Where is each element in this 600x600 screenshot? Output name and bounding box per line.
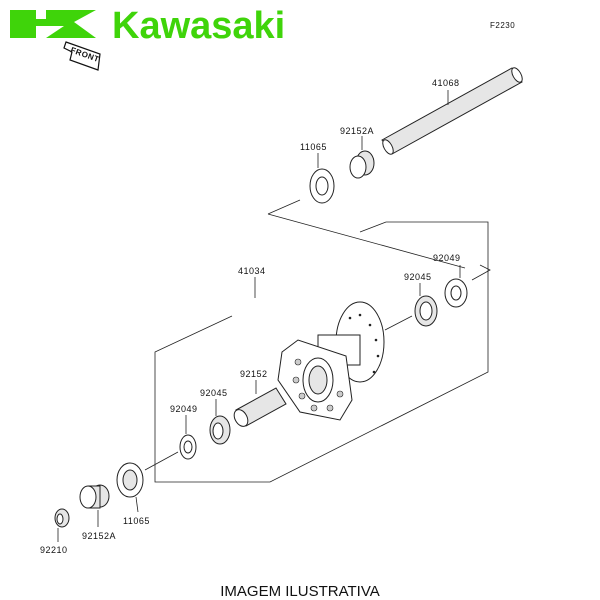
diagram-code: F2230 <box>490 21 515 30</box>
label-41068: 41068 <box>432 78 460 88</box>
part-seal-left[interactable] <box>144 415 197 471</box>
part-nut[interactable] <box>54 508 70 542</box>
part-seal-bottom[interactable] <box>116 462 144 513</box>
label-92049-left: 92049 <box>170 404 198 414</box>
label-92045-right: 92045 <box>404 272 432 282</box>
label-92045-left: 92045 <box>200 388 228 398</box>
label-92152: 92152 <box>240 369 268 379</box>
label-92152a-top: 92152A <box>340 126 374 136</box>
part-bearing-right[interactable] <box>414 283 438 327</box>
part-collar-bottom[interactable] <box>79 484 110 527</box>
kawasaki-logo: Kawasaki FRONT <box>10 5 285 71</box>
brand-name: Kawasaki <box>112 5 285 47</box>
part-collar-top[interactable] <box>349 136 375 179</box>
label-41034: 41034 <box>238 266 266 276</box>
caption: IMAGEM ILUSTRATIVA <box>220 583 380 600</box>
part-seal-top[interactable] <box>267 153 466 269</box>
part-hub[interactable] <box>154 221 489 483</box>
label-11065-bottom: 11065 <box>123 516 150 526</box>
label-92049-right: 92049 <box>433 253 461 263</box>
label-92210: 92210 <box>40 545 68 555</box>
part-bearing-left[interactable] <box>209 399 231 445</box>
part-axle[interactable] <box>381 66 525 156</box>
part-seal-right[interactable] <box>444 264 491 308</box>
label-11065-top: 11065 <box>300 142 327 152</box>
front-arrow-icon: FRONT <box>63 41 101 71</box>
label-92152a-bottom: 92152A <box>82 531 116 541</box>
part-spacer[interactable] <box>231 380 287 429</box>
